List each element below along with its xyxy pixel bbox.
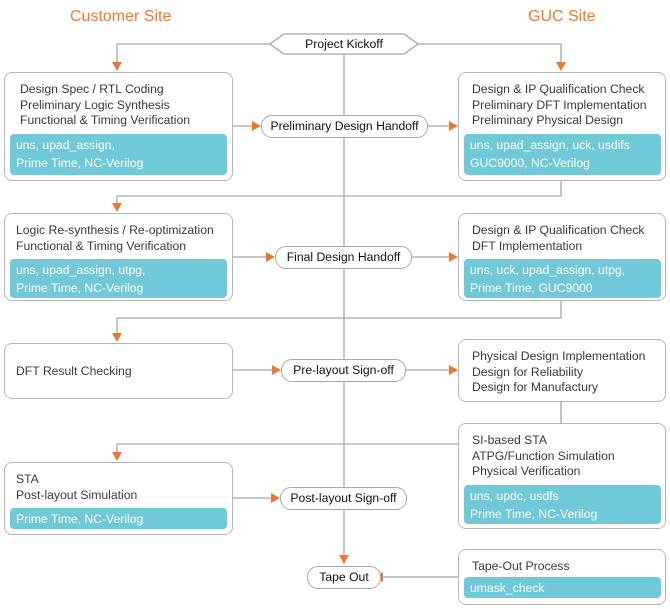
pre-layout-signoff: Pre-layout Sign-off — [281, 359, 406, 382]
arrow-down-icon — [112, 62, 122, 71]
tools-badge: uns, upad_assign, Prime Time, NC-Verilog — [10, 134, 227, 175]
arrow-down-icon — [112, 333, 122, 342]
step-line: Preliminary DFT Implementation — [472, 97, 647, 112]
tape-out: Tape Out — [307, 566, 381, 589]
return3-connector — [116, 443, 458, 454]
kickoff-shape — [268, 33, 420, 55]
step-line: Preliminary Logic Synthesis — [20, 97, 170, 112]
tool-line: umask_check — [470, 581, 545, 595]
tool-line: Prime Time, NC-Verilog — [470, 507, 598, 521]
step-line: Logic Re-synthesis / Re-optimization — [16, 223, 214, 237]
tools-badge: uns, upad_assign, uck, usdifs GUC9000, N… — [464, 134, 661, 175]
step-line: Physical Design Implementation — [472, 349, 646, 363]
step-line: Tape-Out Process — [472, 559, 570, 573]
step-line: Physical Verification — [472, 464, 581, 478]
customer-step-sta: STA Post-layout Simulation Prime Time, N… — [4, 462, 233, 535]
project-kickoff-label: Project Kickoff — [305, 37, 383, 51]
customer-site-title: Customer Site — [70, 8, 172, 25]
arrow-down-icon — [112, 452, 122, 461]
customer-step-dft-check: DFT Result Checking — [4, 343, 233, 399]
tool-line: uns, uck, upad_assign, utpg, — [470, 263, 626, 277]
tool-line: Prime Time, GUC9000 — [470, 281, 593, 295]
arrow-right-icon — [449, 365, 458, 375]
guc-step-si-sta: SI-based STA ATPG/Function Simulation Ph… — [458, 423, 666, 529]
tools-badge: uns, uck, upad_assign, utpg, Prime Time,… — [464, 259, 661, 298]
tools-badge: umask_check — [464, 577, 661, 598]
final-design-handoff: Final Design Handoff — [275, 246, 412, 269]
arrow-down-icon — [556, 62, 566, 71]
step-line: Design for Manufactury — [472, 380, 598, 394]
tool-line: uns, upad_assign, — [16, 138, 115, 152]
guc-site-title: GUC Site — [528, 8, 596, 25]
step-line: Design & IP Qualification Check — [472, 223, 645, 237]
return1-connector — [116, 181, 562, 204]
arrow-down-icon — [112, 203, 122, 212]
tool-line: Prime Time, NC-Verilog — [16, 512, 144, 526]
step-line: DFT Result Checking — [16, 364, 132, 378]
tool-line: uns, upad_assign, utpg, — [16, 263, 146, 277]
tools-badge: Prime Time, NC-Verilog — [10, 508, 227, 529]
arrow-right-icon — [272, 365, 281, 375]
step-line: Post-layout Simulation — [16, 487, 138, 502]
tool-line: uns, updc, usdfs — [470, 489, 559, 503]
preliminary-design-handoff: Preliminary Design Handoff — [261, 115, 428, 138]
return2-connector — [116, 301, 562, 334]
post-layout-signoff: Post-layout Sign-off — [280, 487, 407, 510]
guc-step-qualification: Design & IP Qualification Check Prelimin… — [458, 72, 666, 181]
step-line: STA — [16, 472, 39, 486]
tool-line: Prime Time, NC-Verilog — [16, 281, 144, 295]
tools-badge: uns, updc, usdfs Prime Time, NC-Verilog — [464, 485, 661, 524]
step-line: Preliminary Physical Design — [472, 113, 624, 127]
arrow-right-icon — [252, 121, 261, 131]
customer-step-resynthesis: Logic Re-synthesis / Re-optimization Fun… — [4, 213, 233, 301]
arrow-right-icon — [449, 121, 458, 131]
step-line: Design for Reliability — [472, 364, 584, 379]
tool-line: uns, upad_assign, uck, usdifs — [470, 138, 630, 152]
arrow-right-icon — [266, 252, 275, 262]
arrow-right-icon — [449, 252, 458, 262]
step-line: Functional & Timing Verification — [20, 113, 191, 127]
arrow-right-icon — [271, 493, 280, 503]
customer-step-rtl-coding: Design Spec / RTL Coding Preliminary Log… — [4, 72, 233, 181]
kickoff-left-connector — [116, 43, 270, 62]
tools-badge: uns, upad_assign, utpg, Prime Time, NC-V… — [10, 259, 227, 298]
kickoff-right-connector — [418, 43, 562, 62]
step-line: ATPG/Function Simulation — [472, 448, 615, 463]
step-line: Functional & Timing Verification — [16, 238, 187, 253]
guc-step-physical-design: Physical Design Implementation Design fo… — [458, 339, 666, 402]
arrow-down-icon — [339, 555, 349, 564]
step-line: SI-based STA — [472, 433, 547, 447]
step-line: DFT Implementation — [472, 238, 583, 253]
step-line: Design & IP Qualification Check — [472, 82, 645, 96]
tool-line: GUC9000, NC-Verilog — [470, 156, 590, 170]
guc-step-dft-implementation: Design & IP Qualification Check DFT Impl… — [458, 213, 666, 301]
guc-step-tapeout-process: Tape-Out Process umask_check — [458, 549, 666, 605]
step-line: Design Spec / RTL Coding — [20, 82, 164, 96]
tool-line: Prime Time, NC-Verilog — [16, 156, 144, 170]
